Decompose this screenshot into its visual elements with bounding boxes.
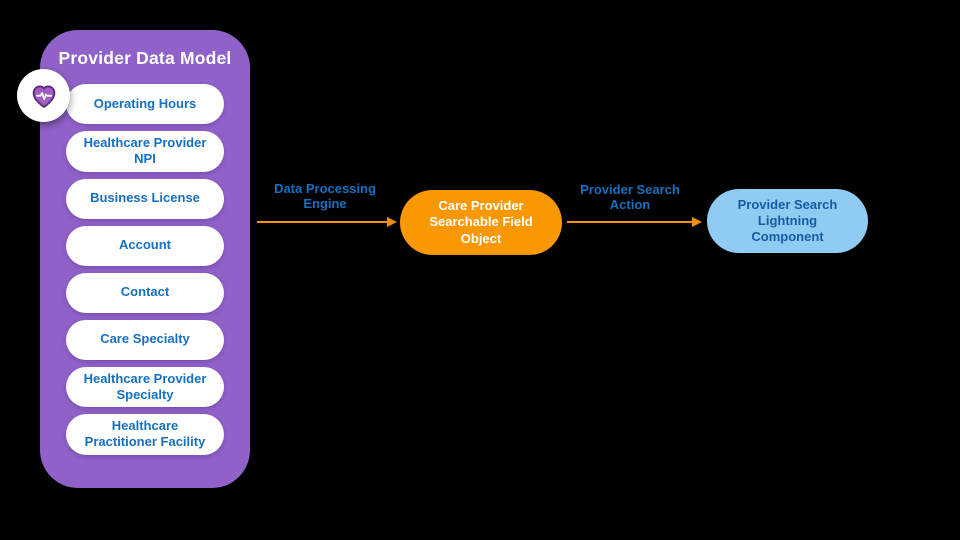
pill-healthcare-practitioner-facility: Healthcare Practitioner Facility — [66, 414, 224, 455]
panel-item-list: Operating Hours Healthcare Provider NPI … — [40, 84, 250, 455]
panel-title: Provider Data Model — [58, 48, 232, 68]
arrow-line — [257, 221, 387, 223]
provider-data-model-panel: Provider Data Model Operating Hours Heal… — [40, 30, 250, 488]
pill-care-specialty: Care Specialty — [66, 319, 224, 360]
pill-business-license: Business License — [66, 178, 224, 219]
heart-pulse-icon — [32, 84, 55, 108]
arrow-label-data-processing-engine: Data Processing Engine — [274, 181, 376, 212]
node-provider-search-lightning-component: Provider Search Lightning Component — [707, 189, 868, 253]
arrow-provider-search — [567, 216, 702, 228]
arrow-label-provider-search-action: Provider Search Action — [580, 182, 680, 213]
pill-healthcare-provider-npi: Healthcare Provider NPI — [66, 131, 224, 172]
node-care-provider-searchable-field-object: Care Provider Searchable Field Object — [400, 190, 562, 255]
pill-contact: Contact — [66, 272, 224, 313]
pill-healthcare-provider-specialty: Healthcare Provider Specialty — [66, 366, 224, 407]
arrowhead-right-icon — [387, 217, 397, 227]
arrowhead-right-icon — [692, 217, 702, 227]
health-badge — [17, 69, 70, 122]
arrow-data-processing — [257, 216, 397, 228]
arrow-line — [567, 221, 692, 223]
pill-account: Account — [66, 225, 224, 266]
pill-operating-hours: Operating Hours — [66, 84, 224, 124]
